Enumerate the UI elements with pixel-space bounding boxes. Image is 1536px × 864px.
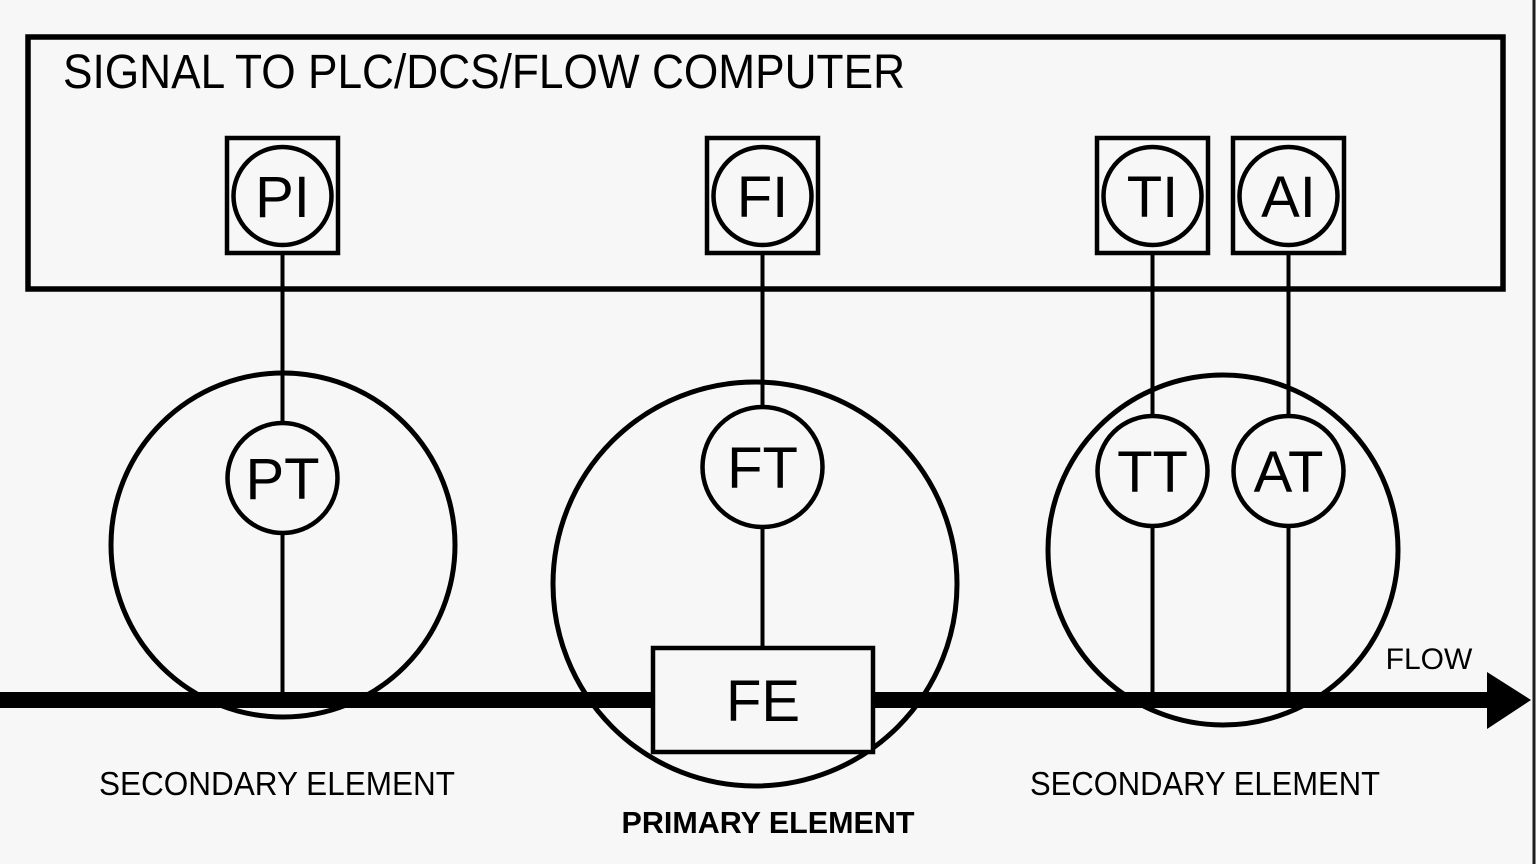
analysis-transmitter-symbol: AT bbox=[1231, 413, 1346, 529]
signal-box bbox=[25, 34, 1506, 292]
flow-element-symbol: FE bbox=[650, 645, 876, 755]
pressure-indicator-symbol: PI bbox=[224, 135, 341, 256]
temperature-transmitter-symbol: TT bbox=[1095, 413, 1210, 529]
right-secondary-element-circle bbox=[1045, 372, 1401, 728]
flow-arrowhead-icon bbox=[1487, 672, 1531, 729]
transmitter-tag: PT bbox=[245, 447, 319, 512]
indicator-tag: AI bbox=[1261, 165, 1316, 230]
transmitter-circle bbox=[1231, 413, 1346, 529]
primary-element-circle bbox=[550, 379, 960, 789]
indicator-tag: PI bbox=[255, 165, 310, 230]
indicator-circle bbox=[1101, 144, 1204, 248]
indicator-square bbox=[704, 135, 821, 256]
transmitter-circle bbox=[700, 404, 825, 530]
flow-element-box bbox=[650, 645, 876, 755]
primary-element-label: PRIMARY ELEMENT bbox=[622, 805, 915, 840]
flow-element-tag: FE bbox=[726, 669, 800, 734]
flow-indicator-symbol: FI bbox=[704, 135, 821, 256]
right-secondary-element-label: SECONDARY ELEMENT bbox=[1030, 765, 1380, 802]
left-secondary-element-label: SECONDARY ELEMENT bbox=[99, 765, 455, 802]
indicator-square bbox=[224, 135, 341, 256]
transmitter-tag: AT bbox=[1254, 440, 1324, 505]
indicator-square bbox=[1230, 135, 1347, 256]
analysis-indicator-symbol: AI bbox=[1230, 135, 1347, 256]
flow-transmitter-symbol: FT bbox=[700, 404, 825, 530]
transmitter-tag: TT bbox=[1117, 440, 1188, 505]
indicator-tag: TI bbox=[1127, 165, 1179, 230]
indicator-circle bbox=[231, 144, 334, 248]
signal-box-title: SIGNAL TO PLC/DCS/FLOW COMPUTER bbox=[63, 46, 905, 99]
indicator-square bbox=[1094, 135, 1211, 256]
indicator-circle bbox=[711, 144, 814, 248]
flow-label: FLOW bbox=[1386, 643, 1473, 676]
transmitter-tag: FT bbox=[727, 436, 798, 501]
indicator-tag: FI bbox=[737, 165, 789, 230]
pressure-transmitter-symbol: PT bbox=[225, 420, 340, 536]
transmitter-circle bbox=[1095, 413, 1210, 529]
indicator-circle bbox=[1237, 144, 1340, 248]
temperature-indicator-symbol: TI bbox=[1094, 135, 1211, 256]
transmitter-circle bbox=[225, 420, 340, 536]
